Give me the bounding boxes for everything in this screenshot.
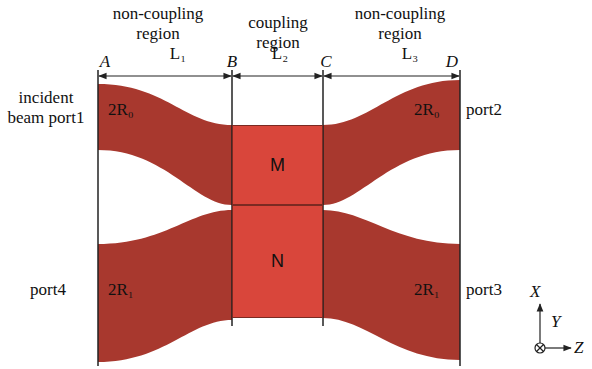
axis-label: Y	[551, 312, 560, 332]
length-label: L₁	[168, 44, 188, 64]
axis-symbol	[535, 304, 571, 353]
region-boundaries	[98, 70, 460, 366]
lower-left-fiber	[98, 210, 232, 362]
port-label: port4	[30, 280, 66, 300]
coupling-core-n: N	[232, 205, 323, 318]
point-letter: A	[98, 52, 112, 72]
point-letter: B	[224, 52, 240, 72]
dimension-arrows	[99, 75, 459, 76]
point-letter: D	[444, 52, 460, 72]
lower-right-fiber	[323, 210, 460, 360]
radius-label: 2R₀	[414, 100, 440, 120]
radius-label: 2R₁	[414, 280, 440, 300]
port-label: incident beam port1	[4, 88, 88, 127]
radius-label: 2R₁	[108, 280, 134, 300]
core-label: N	[271, 251, 284, 272]
upper-right-fiber	[323, 80, 460, 205]
radius-label: 2R₀	[108, 100, 134, 120]
port-label: port3	[466, 280, 502, 300]
length-label: L₃	[400, 44, 420, 64]
core-label: M	[270, 155, 285, 176]
point-letter: C	[318, 52, 334, 72]
region-title: non-coupling region	[345, 4, 455, 43]
axis-label: Z	[574, 338, 583, 358]
length-label: L₂	[270, 44, 290, 64]
port-label: port2	[466, 100, 502, 120]
upper-left-fiber	[98, 84, 232, 205]
coupling-core-m: M	[232, 125, 323, 205]
axis-label: X	[530, 282, 540, 302]
region-title: non-coupling region	[103, 4, 213, 43]
